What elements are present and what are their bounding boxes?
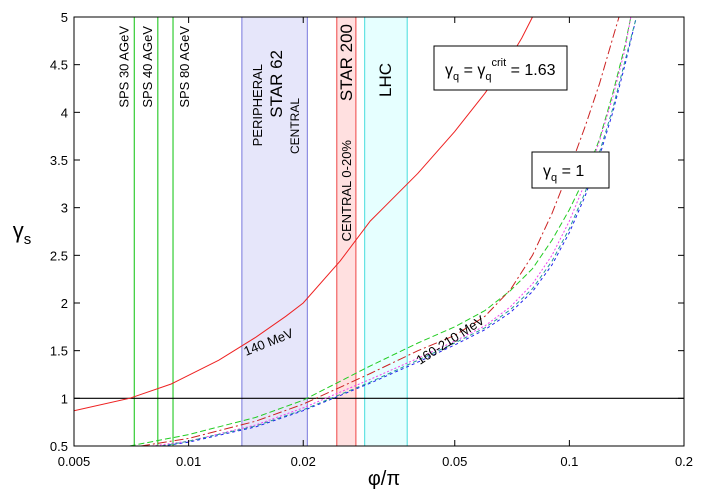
label-star-200: STAR 200: [337, 24, 356, 101]
svg-text:γq = 1: γq = 1: [543, 163, 584, 184]
annotation-box-gq-crit: γq = γqcrit = 1.63: [433, 45, 568, 91]
y-tick-label: 3: [61, 201, 68, 216]
y-tick-label: 1: [61, 391, 68, 406]
label-lhc: LHC: [376, 63, 395, 97]
annotation-box-gq-1: γq = 1: [531, 151, 610, 189]
x-tick-label: 0.005: [58, 454, 91, 469]
y-tick-label: 5: [61, 10, 68, 25]
label-central: CENTRAL: [288, 98, 302, 154]
y-tick-label: 3.5: [50, 153, 68, 168]
svg-text:γs: γs: [13, 218, 32, 248]
axis-ticks: 0.005 0.01 0.02 0.05 0.1 0.2 0.5 1 1.5 2 2.5 3 3.5 4 4…: [50, 10, 693, 469]
series-line-2: [140, 16, 620, 447]
label-star-62: STAR 62: [267, 50, 286, 118]
series-line-3: [151, 16, 632, 447]
label-sps-40: SPS 40 AGeV: [140, 26, 155, 108]
x-tick-label: 0.05: [442, 454, 467, 469]
x-tick-label: 0.02: [291, 454, 316, 469]
plot-frame: [73, 16, 685, 447]
label-sps-80: SPS 80 AGeV: [177, 26, 192, 108]
y-tick-label: 4.5: [50, 58, 68, 73]
y-tick-label: 4: [61, 105, 68, 120]
reference-lines: [74, 17, 684, 446]
y-axis-label: γs: [13, 218, 32, 248]
series-line-1: [129, 16, 632, 447]
y-tick-label: 1.5: [50, 344, 68, 359]
x-tick-label: 0.1: [560, 454, 578, 469]
y-tick-label: 2.5: [50, 248, 68, 263]
x-tick-label: 0.01: [176, 454, 201, 469]
y-tick-label: 2: [61, 296, 68, 311]
series-line-5: [161, 16, 637, 447]
band-0: [241, 16, 308, 447]
x-tick-label: 0.2: [675, 454, 693, 469]
y-tick-label: 0.5: [50, 439, 68, 454]
label-central-0-20: CENTRAL 0-20%: [339, 140, 354, 242]
label-peripheral: PERIPHERAL: [250, 64, 265, 146]
label-sps-30: SPS 30 AGeV: [116, 26, 131, 108]
x-axis-label: φ/π: [368, 468, 400, 490]
